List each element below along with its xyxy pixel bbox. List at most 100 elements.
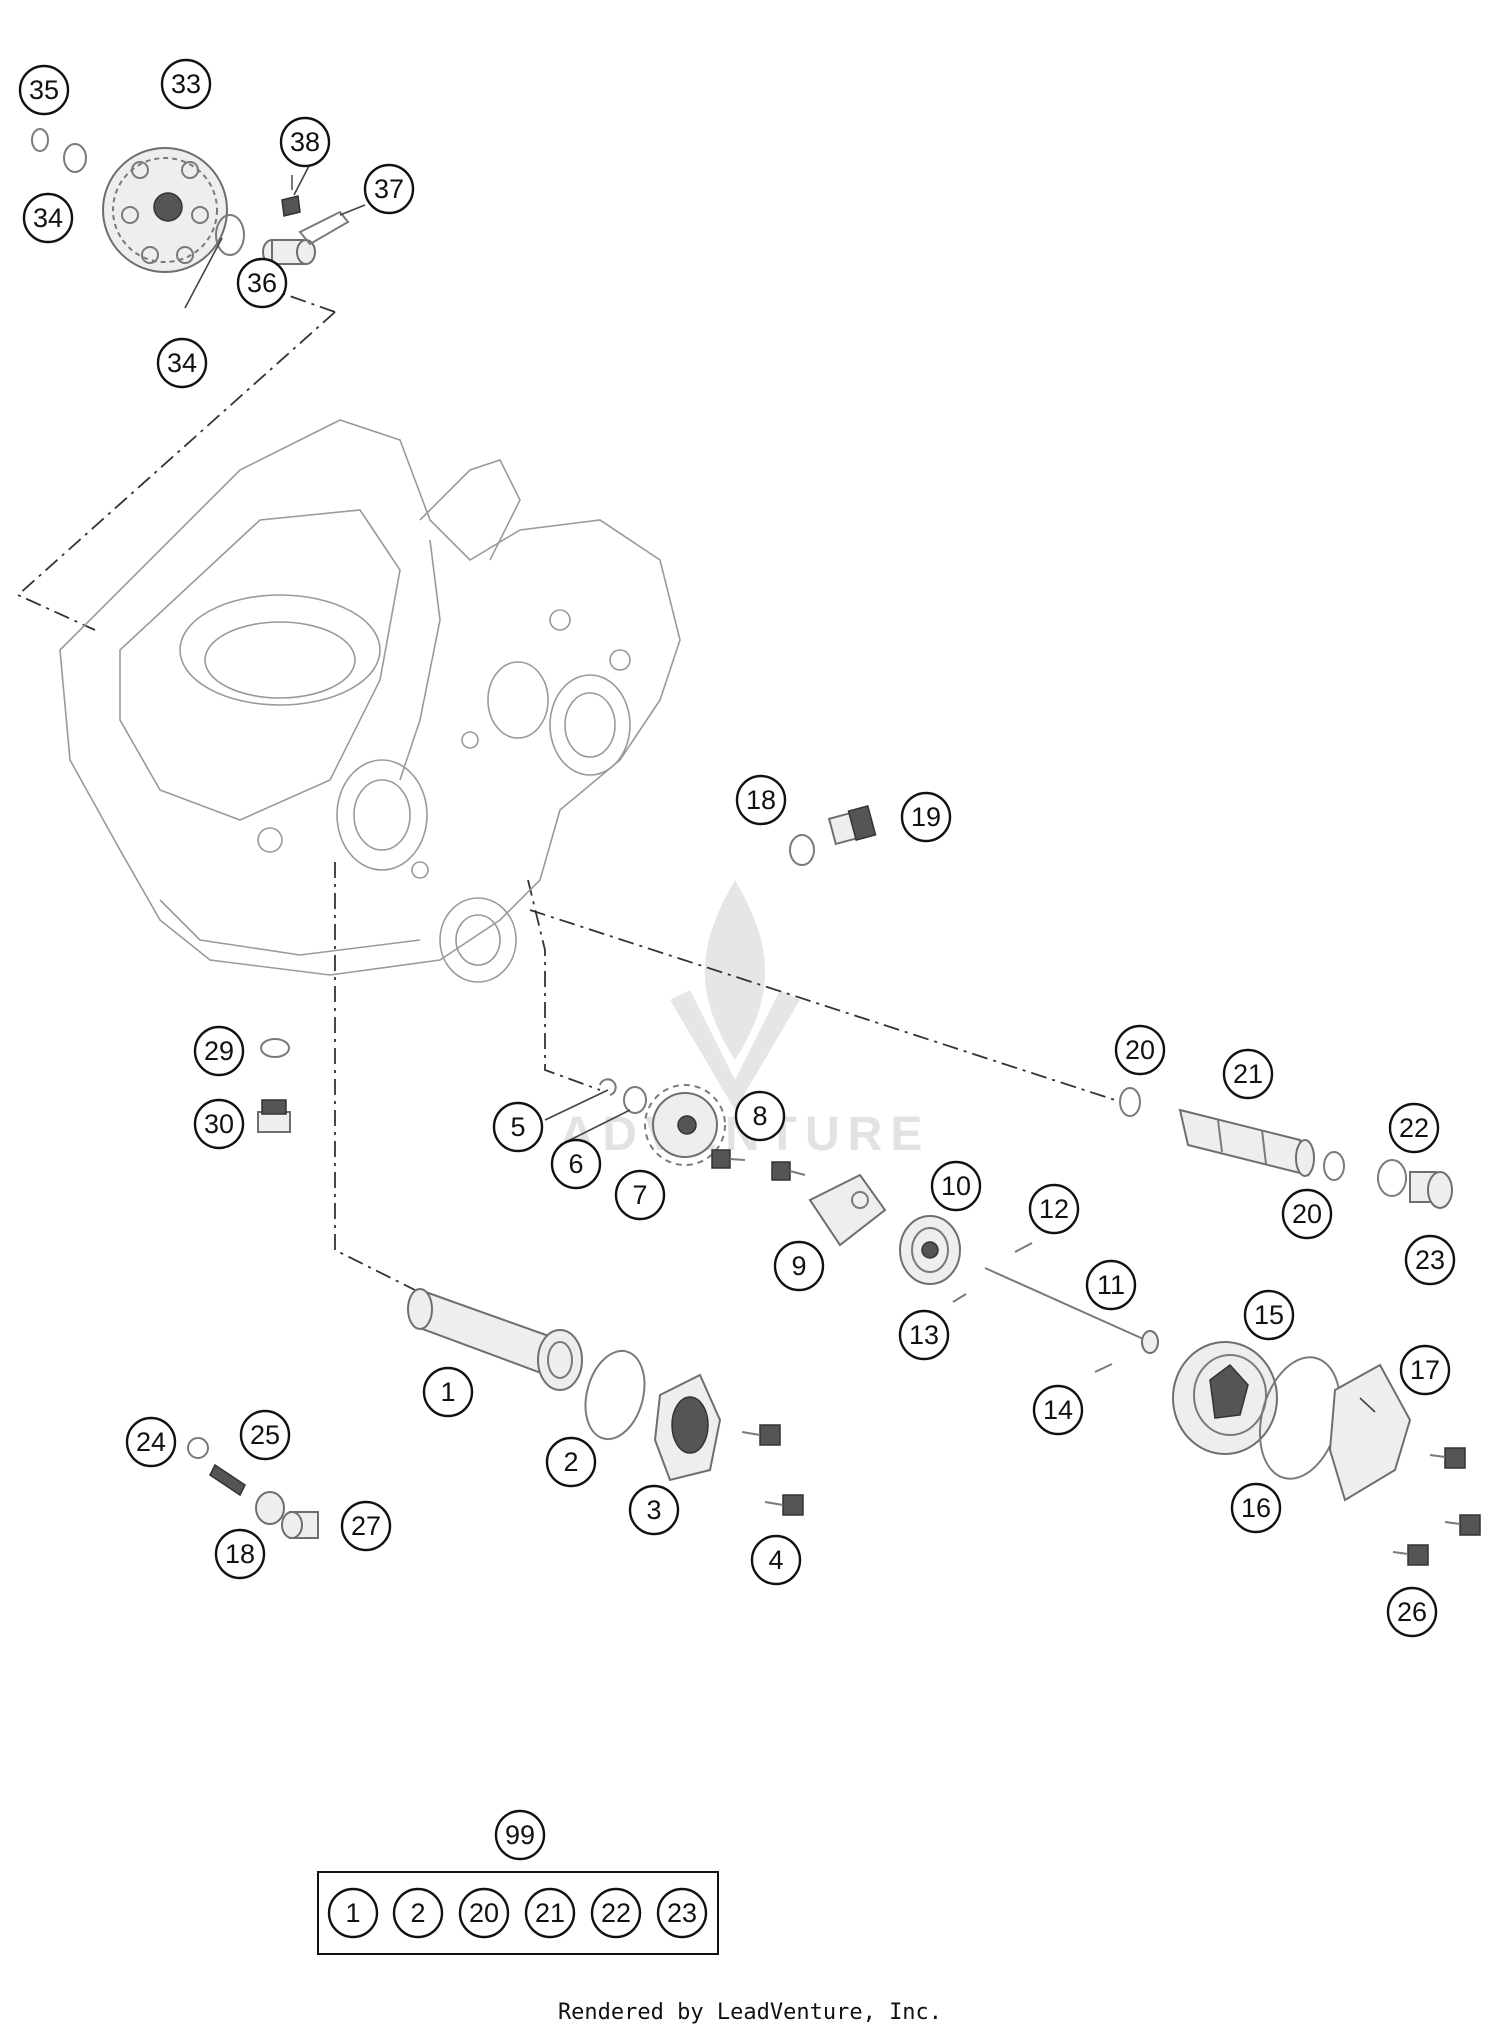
svg-text:20: 20 (469, 1898, 499, 1928)
svg-text:38: 38 (290, 127, 320, 157)
callout-33: 33 (160, 58, 212, 110)
screw-26a (1429, 1447, 1466, 1469)
washer-18-bottom (255, 1491, 285, 1525)
kit-item-23: 23 (656, 1887, 708, 1939)
bolt-4a (741, 1424, 781, 1446)
pin-14 (1094, 1363, 1113, 1373)
callout-20-top: 20 (1114, 1024, 1166, 1076)
svg-text:16: 16 (1241, 1493, 1271, 1523)
svg-text:25: 25 (250, 1420, 280, 1450)
svg-text:99: 99 (505, 1820, 535, 1850)
washer-18-top (789, 834, 815, 866)
callout-26: 26 (1386, 1586, 1438, 1638)
cover-17 (1328, 1363, 1412, 1502)
filter-1 (407, 1288, 583, 1391)
callout-14: 14 (1032, 1384, 1084, 1436)
spring-25 (209, 1463, 246, 1497)
watermark: ADVENTURE (560, 880, 922, 1161)
callout-4: 4 (750, 1534, 802, 1586)
svg-text:3: 3 (646, 1495, 661, 1525)
callout-29: 29 (193, 1025, 245, 1077)
callout-2: 2 (545, 1436, 597, 1488)
callout-35: 35 (18, 64, 70, 116)
bolt-4b (764, 1494, 804, 1516)
svg-text:18: 18 (746, 785, 776, 815)
callout-36: 36 (236, 257, 288, 309)
callouts: 35 33 38 37 34 36 34 18 19 29 30 5 8 6 7… (18, 58, 1456, 1861)
rotor-10 (899, 1215, 961, 1285)
screw-26b (1444, 1514, 1481, 1536)
callout-22: 22 (1388, 1102, 1440, 1154)
kit-box (317, 1871, 719, 1955)
kit-item-22: 22 (590, 1887, 642, 1939)
oring-29 (260, 1038, 290, 1058)
oring-2 (584, 1349, 646, 1441)
svg-text:12: 12 (1039, 1194, 1069, 1224)
svg-text:2: 2 (410, 1898, 425, 1928)
callout-15: 15 (1243, 1289, 1295, 1341)
svg-text:17: 17 (1410, 1355, 1440, 1385)
svg-text:18: 18 (225, 1539, 255, 1569)
svg-text:4: 4 (768, 1545, 783, 1575)
callout-16: 16 (1230, 1482, 1282, 1534)
kit-item-1: 1 (327, 1887, 379, 1939)
circlip-5 (599, 1078, 617, 1096)
gear-33 (102, 147, 228, 273)
callout-17: 17 (1399, 1344, 1451, 1396)
svg-text:19: 19 (911, 802, 941, 832)
washer-6 (623, 1086, 647, 1114)
kit-item-21: 21 (524, 1887, 576, 1939)
svg-text:34: 34 (167, 348, 197, 378)
kit-item-20: 20 (458, 1887, 510, 1939)
callout-6: 6 (550, 1138, 602, 1190)
render-credit: Rendered by LeadVenture, Inc. (557, 2000, 943, 2025)
svg-text:34: 34 (33, 203, 63, 233)
svg-text:26: 26 (1397, 1597, 1427, 1627)
oring-20-right (1323, 1151, 1345, 1181)
svg-text:33: 33 (171, 69, 201, 99)
washer-35 (31, 128, 49, 152)
callout-1: 1 (422, 1366, 474, 1418)
callout-20-bottom: 20 (1281, 1188, 1333, 1240)
svg-text:7: 7 (632, 1180, 647, 1210)
svg-text:13: 13 (909, 1320, 939, 1350)
callout-11: 11 (1085, 1259, 1137, 1311)
svg-text:27: 27 (351, 1511, 381, 1541)
callout-27: 27 (340, 1500, 392, 1552)
callout-30: 30 (193, 1098, 245, 1150)
callout-10: 10 (930, 1160, 982, 1212)
oring-22 (1377, 1159, 1407, 1197)
callout-5: 5 (492, 1101, 544, 1153)
callout-23: 23 (1404, 1234, 1456, 1286)
svg-text:22: 22 (601, 1898, 631, 1928)
svg-text:14: 14 (1043, 1395, 1073, 1425)
callout-25: 25 (239, 1409, 291, 1461)
kit-contents: 1 2 20 21 22 23 (327, 1887, 708, 1939)
svg-text:23: 23 (1415, 1245, 1445, 1275)
callout-34-top: 34 (22, 192, 74, 244)
washer-34-top (63, 143, 87, 173)
callout-21: 21 (1222, 1048, 1274, 1100)
svg-text:2: 2 (563, 1447, 578, 1477)
callout-38: 38 (279, 116, 331, 168)
callout-8: 8 (734, 1090, 786, 1142)
bolt-8a (711, 1149, 746, 1169)
svg-text:37: 37 (374, 174, 404, 204)
plug-30 (257, 1099, 291, 1133)
callout-99: 99 (494, 1809, 546, 1861)
bolt-38 (281, 175, 301, 217)
crankcase-illustration (59, 419, 681, 983)
washer-34-bottom (215, 214, 245, 256)
screw-26c (1392, 1544, 1429, 1566)
kit-item-2: 2 (392, 1887, 444, 1939)
svg-text:10: 10 (941, 1171, 971, 1201)
cover-3 (653, 1373, 722, 1482)
plug-27 (281, 1511, 319, 1539)
plate-37 (298, 210, 350, 246)
svg-text:11: 11 (1097, 1270, 1125, 1300)
callout-24: 24 (125, 1416, 177, 1468)
bolt-8b (771, 1161, 806, 1181)
svg-text:21: 21 (1233, 1059, 1263, 1089)
cover-9 (808, 1173, 887, 1247)
